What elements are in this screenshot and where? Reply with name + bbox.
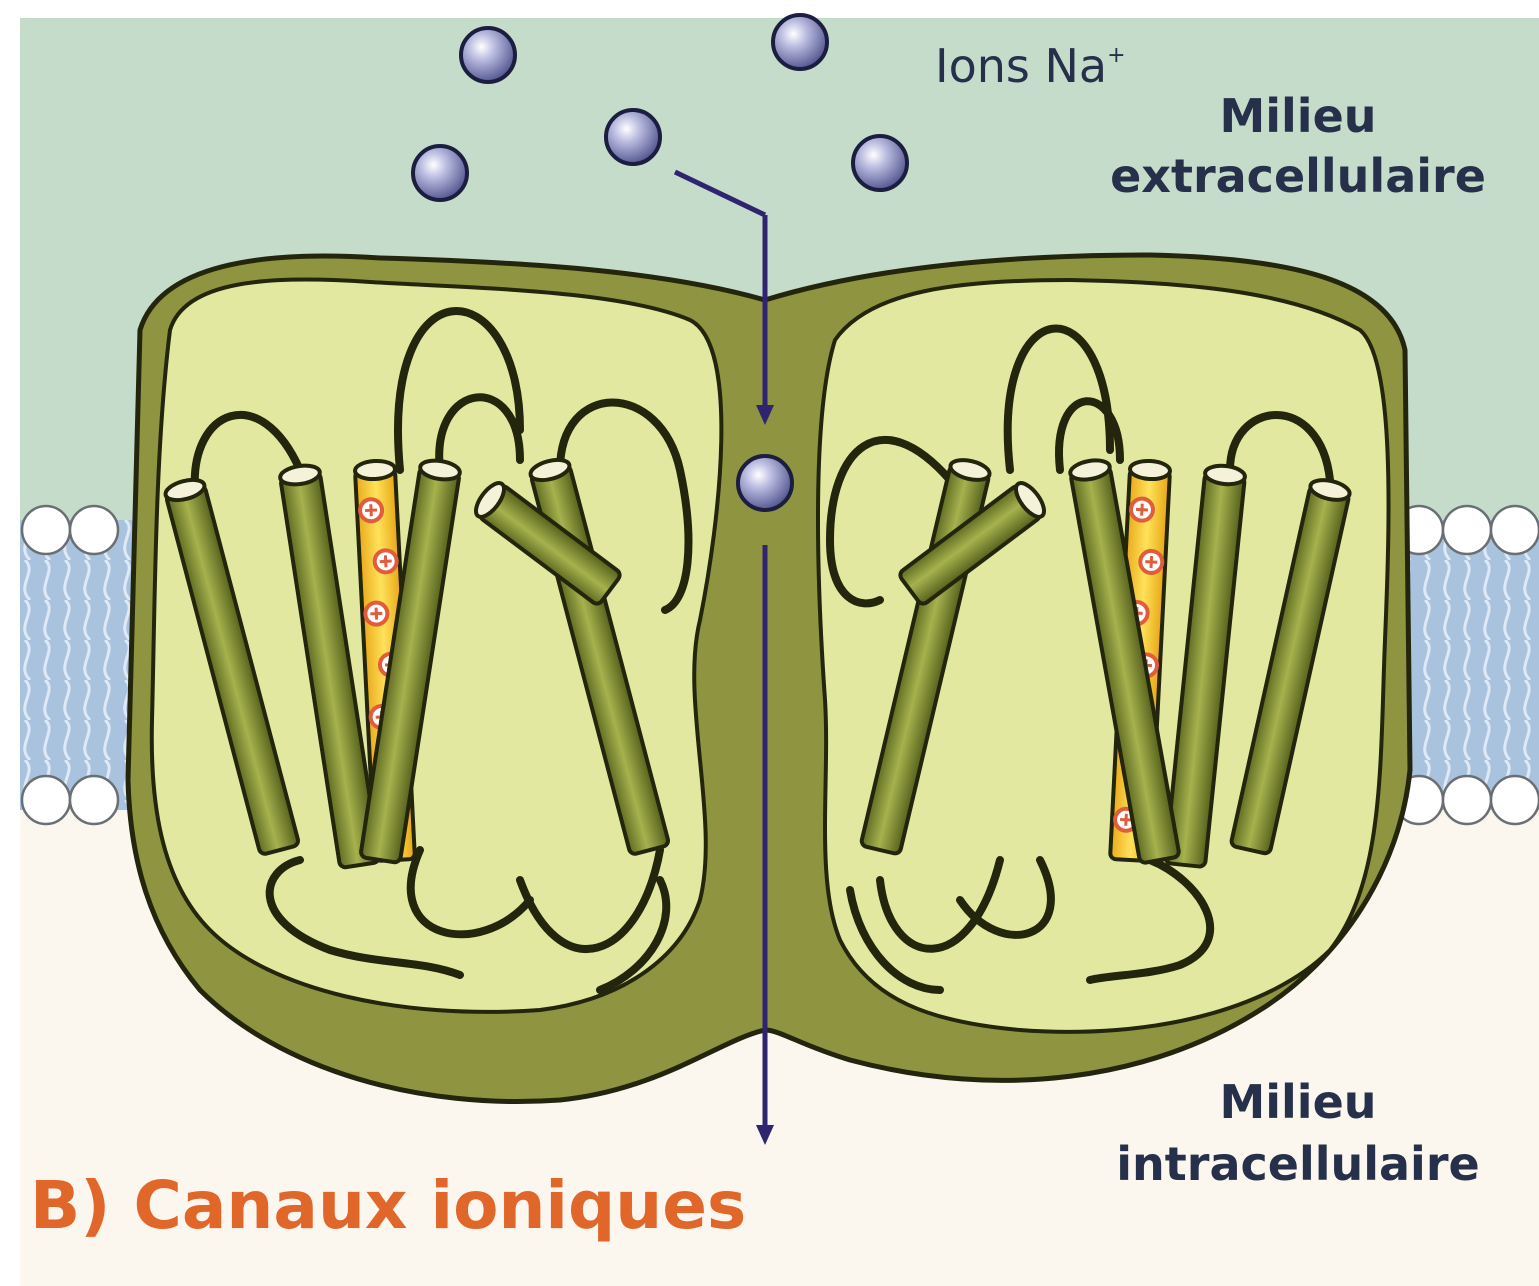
extracellular-label-line2: extracellulaire (1110, 149, 1486, 203)
sodium-ion (773, 15, 827, 69)
sodium-ion (853, 136, 907, 190)
panel-title: B) Canaux ioniques (30, 1167, 746, 1244)
phospholipid-head (1491, 506, 1539, 554)
phospholipid-head (1443, 776, 1491, 824)
phospholipid-head (1491, 776, 1539, 824)
sodium-ion (606, 110, 660, 164)
phospholipid-head (70, 506, 118, 554)
sodium-ion-in-pore (738, 456, 792, 510)
ions-label: Ions Na+ (935, 39, 1126, 93)
sodium-ion (461, 28, 515, 82)
phospholipid-head (1443, 506, 1491, 554)
sodium-ion (413, 146, 467, 200)
extracellular-label-line1: Milieu (1219, 89, 1376, 143)
intracellular-label-line2: intracellulaire (1116, 1137, 1479, 1191)
phospholipid-head (22, 506, 70, 554)
phospholipid-head (70, 776, 118, 824)
phospholipid-head (22, 776, 70, 824)
intracellular-label-line1: Milieu (1219, 1075, 1376, 1129)
